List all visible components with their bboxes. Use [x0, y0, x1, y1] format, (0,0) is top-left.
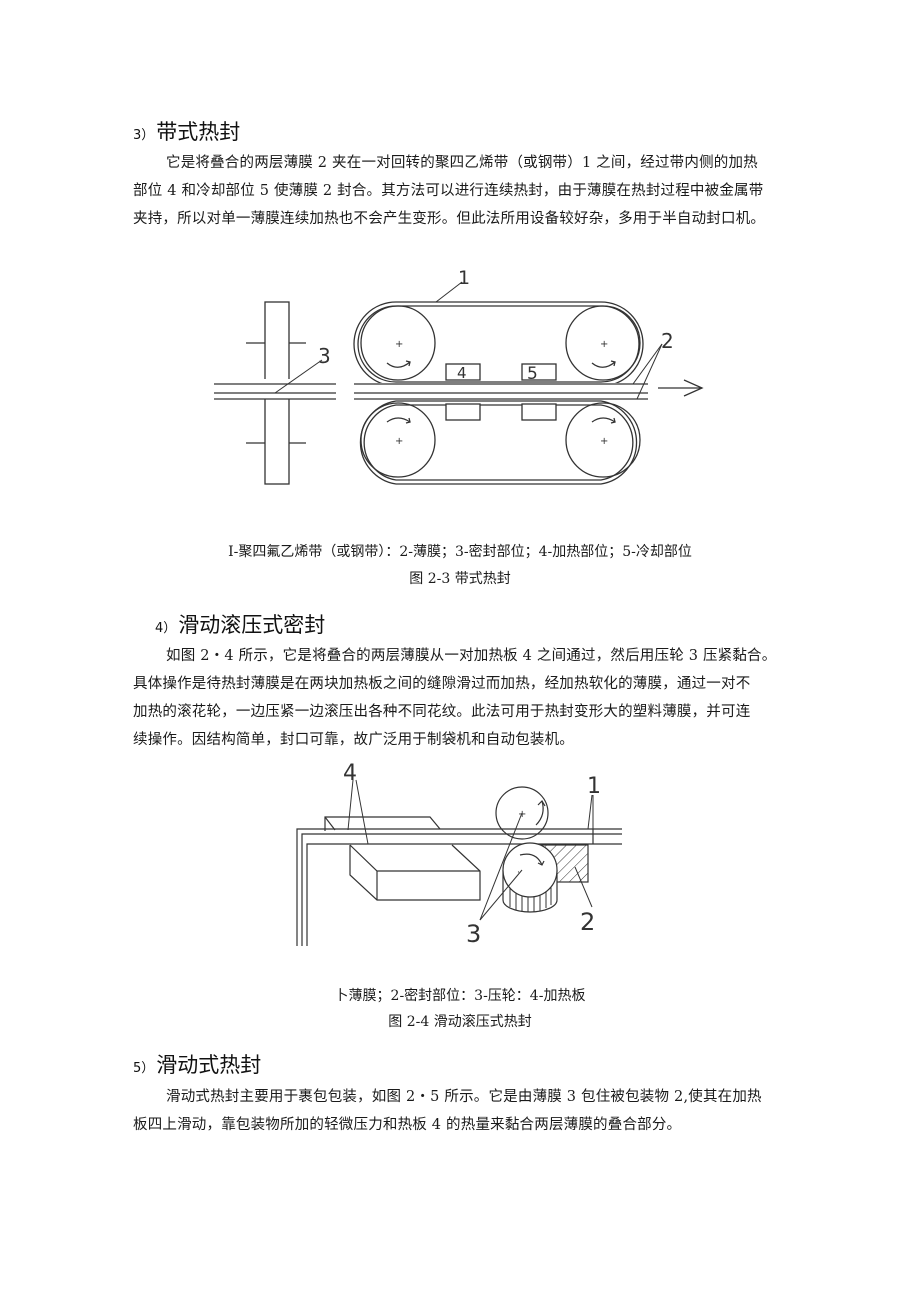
label-1: 1: [458, 267, 470, 289]
paragraph-line: 部位 4 和冷却部位 5 使薄膜 2 封合。其方法可以进行连续热封，由于薄膜在热…: [133, 183, 764, 199]
section-3-paragraph: 它是将叠合的两层薄膜 2 夹在一对回转的聚四乙烯带（或钢带）1 之间，经过带内侧…: [133, 149, 813, 233]
figure-2-3-caption: 图 2-3 带式热封: [409, 571, 511, 587]
label-3: 3: [466, 920, 481, 948]
figure-2-3-belt-sealing-diagram: 3 + + + + 4 5 1 2: [214, 267, 704, 485]
figure-2-4-caption: 图 2-4 滑动滚压式热封: [388, 1014, 532, 1030]
svg-text:+: +: [395, 436, 403, 447]
cooling-block-5: [521, 363, 557, 381]
figure-2-4-legend: 卜薄膜；2-密封部位：3-压轮：4-加热板: [334, 988, 586, 1004]
paragraph-line: 夹持，所以对单一薄膜连续加热也不会产生变形。但此法所用设备较好杂，多用于半自动封…: [133, 211, 766, 227]
svg-text:+: +: [600, 339, 608, 350]
heating-block-4: [445, 363, 481, 381]
label-5: 5: [527, 364, 538, 384]
section-4-title: 滑动滚压式密封: [178, 613, 326, 637]
figure-2-3-legend: I-聚四氟乙烯带（或钢带）：2-薄膜；3-密封部位；4-加热部位；5-冷却部位: [228, 544, 692, 560]
section-3-number: 3）: [133, 128, 155, 143]
lower-heating-plate: [349, 844, 481, 901]
paragraph-line: 滑动式热封主要用于裹包包装，如图 2・5 所示。它是由薄膜 3 包住被包装物 2…: [166, 1089, 762, 1105]
paragraph-line: 加热的滚花轮，一边压紧一边滚压出各种不同花纹。此法可用于热封变形大的塑料薄膜，并…: [133, 704, 751, 720]
label-2: 2: [661, 329, 674, 353]
section-4-number: 4）: [155, 621, 177, 636]
section-5-heading: 5）滑动式热封: [133, 1049, 261, 1079]
section-5-title: 滑动式热封: [156, 1053, 262, 1077]
section-5-paragraph: 滑动式热封主要用于裹包包装，如图 2・5 所示。它是由薄膜 3 包住被包装物 2…: [133, 1083, 823, 1139]
section-3-heading: 3）带式热封: [133, 116, 240, 146]
paragraph-line: 它是将叠合的两层薄膜 2 夹在一对回转的聚四乙烯带（或钢带）1 之间，经过带内侧…: [166, 155, 758, 171]
section-4-paragraph: 如图 2・4 所示，它是将叠合的两层薄膜从一对加热板 4 之间通过，然后用压轮 …: [133, 642, 823, 754]
label-1: 1: [587, 774, 601, 799]
paragraph-line: 如图 2・4 所示，它是将叠合的两层薄膜从一对加热板 4 之间通过，然后用压轮 …: [166, 648, 777, 664]
section-4-heading: 4）滑动滚压式密封: [155, 609, 325, 639]
figure-2-4-roller-sealing-diagram: + · 4 1 3 2: [296, 761, 622, 948]
paragraph-line: 续操作。因结构简单，封口可靠，故广泛用于制袋机和自动包装机。: [133, 732, 574, 748]
section-3-title: 带式热封: [156, 120, 241, 144]
svg-text:+: +: [600, 436, 608, 447]
lower-knurled-roller: [502, 842, 558, 898]
label-2: 2: [580, 908, 595, 936]
paragraph-line: 具体操作是待热封薄膜是在两块加热板之间的缝隙滑过而加热，经加热软化的薄膜，通过一…: [133, 676, 751, 692]
svg-text:+: +: [395, 339, 403, 350]
svg-text:·: ·: [517, 868, 520, 878]
paragraph-line: 板四上滑动，靠包装物所加的轻微压力和热板 4 的热量来黏合两层薄膜的叠合部分。: [133, 1117, 682, 1133]
label-4: 4: [343, 761, 357, 786]
label-4: 4: [457, 364, 467, 382]
svg-text:+: +: [518, 809, 526, 820]
section-5-number: 5）: [133, 1061, 155, 1076]
label-3: 3: [318, 344, 331, 368]
